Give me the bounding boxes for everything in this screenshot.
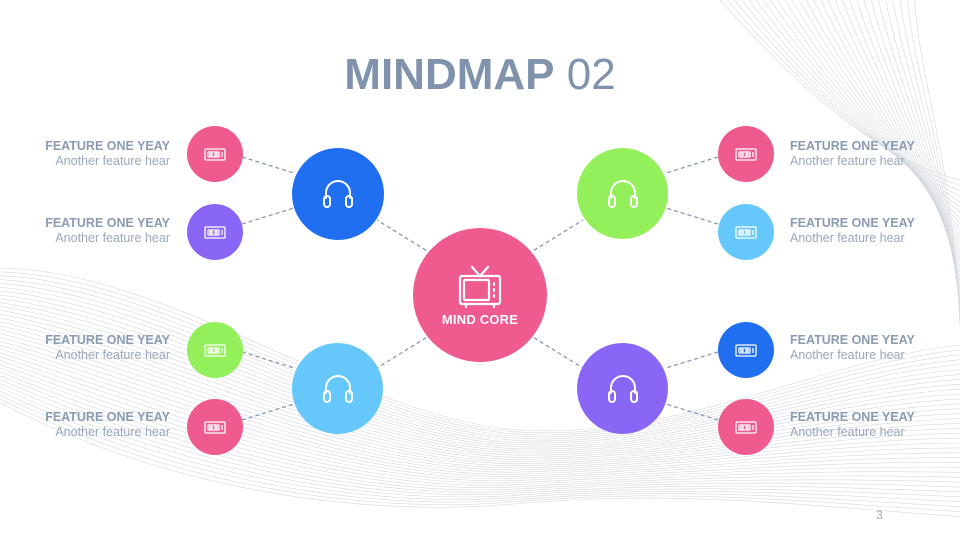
- connector-core-bottom-left: [376, 333, 433, 369]
- headphones-icon: [606, 177, 640, 211]
- connector-bottom-right-feature-1: [665, 351, 719, 369]
- branch-top-left-node[interactable]: [292, 148, 384, 240]
- feature-label-top-left-1: FEATURE ONE YEAY Another feature hear: [10, 139, 170, 169]
- connector-bottom-left-feature-1: [241, 351, 295, 369]
- cassette-tape-icon: [735, 224, 757, 240]
- feature-title: FEATURE ONE YEAY: [45, 139, 170, 153]
- feature-subtitle: Another feature hear: [790, 348, 905, 362]
- cassette-tape-icon: [735, 342, 757, 358]
- cassette-tape-icon: [204, 419, 226, 435]
- branch-bottom-left-node[interactable]: [292, 343, 383, 434]
- feature-bottom-left-1-node[interactable]: [187, 322, 243, 378]
- feature-subtitle: Another feature hear: [55, 231, 170, 245]
- feature-title: FEATURE ONE YEAY: [790, 216, 915, 230]
- feature-subtitle: Another feature hear: [55, 348, 170, 362]
- feature-label-bottom-right-2: FEATURE ONE YEAY Another feature hear: [790, 410, 950, 440]
- connector-top-left-feature-1: [241, 156, 295, 174]
- tv-icon: [456, 264, 504, 308]
- feature-title: FEATURE ONE YEAY: [790, 139, 915, 153]
- connector-bottom-right-feature-2: [665, 403, 719, 421]
- feature-top-right-2-node[interactable]: [718, 204, 774, 260]
- branch-bottom-right-node[interactable]: [577, 343, 668, 434]
- branch-top-right-node[interactable]: [577, 148, 668, 239]
- cassette-tape-icon: [735, 146, 757, 162]
- feature-label-top-right-1: FEATURE ONE YEAY Another feature hear: [790, 139, 950, 169]
- connector-top-left-feature-2: [241, 207, 295, 225]
- feature-title: FEATURE ONE YEAY: [45, 333, 170, 347]
- page-title: MINDMAP 02: [0, 50, 960, 100]
- headphones-icon: [321, 177, 355, 211]
- mind-core-node[interactable]: MIND CORE: [413, 228, 547, 362]
- feature-subtitle: Another feature hear: [55, 425, 170, 439]
- connector-top-right-feature-2: [665, 207, 719, 225]
- cassette-tape-icon: [735, 419, 757, 435]
- feature-label-top-left-2: FEATURE ONE YEAY Another feature hear: [10, 216, 170, 246]
- feature-label-bottom-left-2: FEATURE ONE YEAY Another feature hear: [10, 410, 170, 440]
- headphones-icon: [321, 372, 355, 406]
- connector-core-top-right: [527, 219, 584, 255]
- cassette-tape-icon: [204, 224, 226, 240]
- cassette-tape-icon: [204, 146, 226, 162]
- feature-top-left-2-node[interactable]: [187, 204, 243, 260]
- feature-subtitle: Another feature hear: [790, 231, 905, 245]
- feature-subtitle: Another feature hear: [790, 425, 905, 439]
- feature-top-right-1-node[interactable]: [718, 126, 774, 182]
- feature-subtitle: Another feature hear: [55, 154, 170, 168]
- page-number: 3: [876, 508, 883, 522]
- feature-bottom-right-2-node[interactable]: [718, 399, 774, 455]
- mind-core-label: MIND CORE: [441, 311, 519, 327]
- feature-label-bottom-left-1: FEATURE ONE YEAY Another feature hear: [10, 333, 170, 363]
- feature-title: FEATURE ONE YEAY: [45, 410, 170, 424]
- feature-title: FEATURE ONE YEAY: [790, 333, 915, 347]
- feature-title: FEATURE ONE YEAY: [790, 410, 915, 424]
- feature-bottom-left-2-node[interactable]: [187, 399, 243, 455]
- headphones-icon: [606, 372, 640, 406]
- feature-bottom-right-1-node[interactable]: [718, 322, 774, 378]
- feature-label-bottom-right-1: FEATURE ONE YEAY Another feature hear: [790, 333, 950, 363]
- title-bold: MINDMAP: [344, 50, 555, 99]
- feature-subtitle: Another feature hear: [790, 154, 905, 168]
- title-regular: 02: [566, 50, 616, 99]
- feature-label-top-right-2: FEATURE ONE YEAY Another feature hear: [790, 216, 950, 246]
- connector-bottom-left-feature-2: [241, 403, 295, 421]
- connector-top-right-feature-1: [665, 156, 719, 174]
- connector-core-bottom-right: [527, 333, 584, 369]
- connector-core-top-left: [376, 219, 433, 255]
- cassette-tape-icon: [204, 342, 226, 358]
- feature-title: FEATURE ONE YEAY: [45, 216, 170, 230]
- feature-top-left-1-node[interactable]: [187, 126, 243, 182]
